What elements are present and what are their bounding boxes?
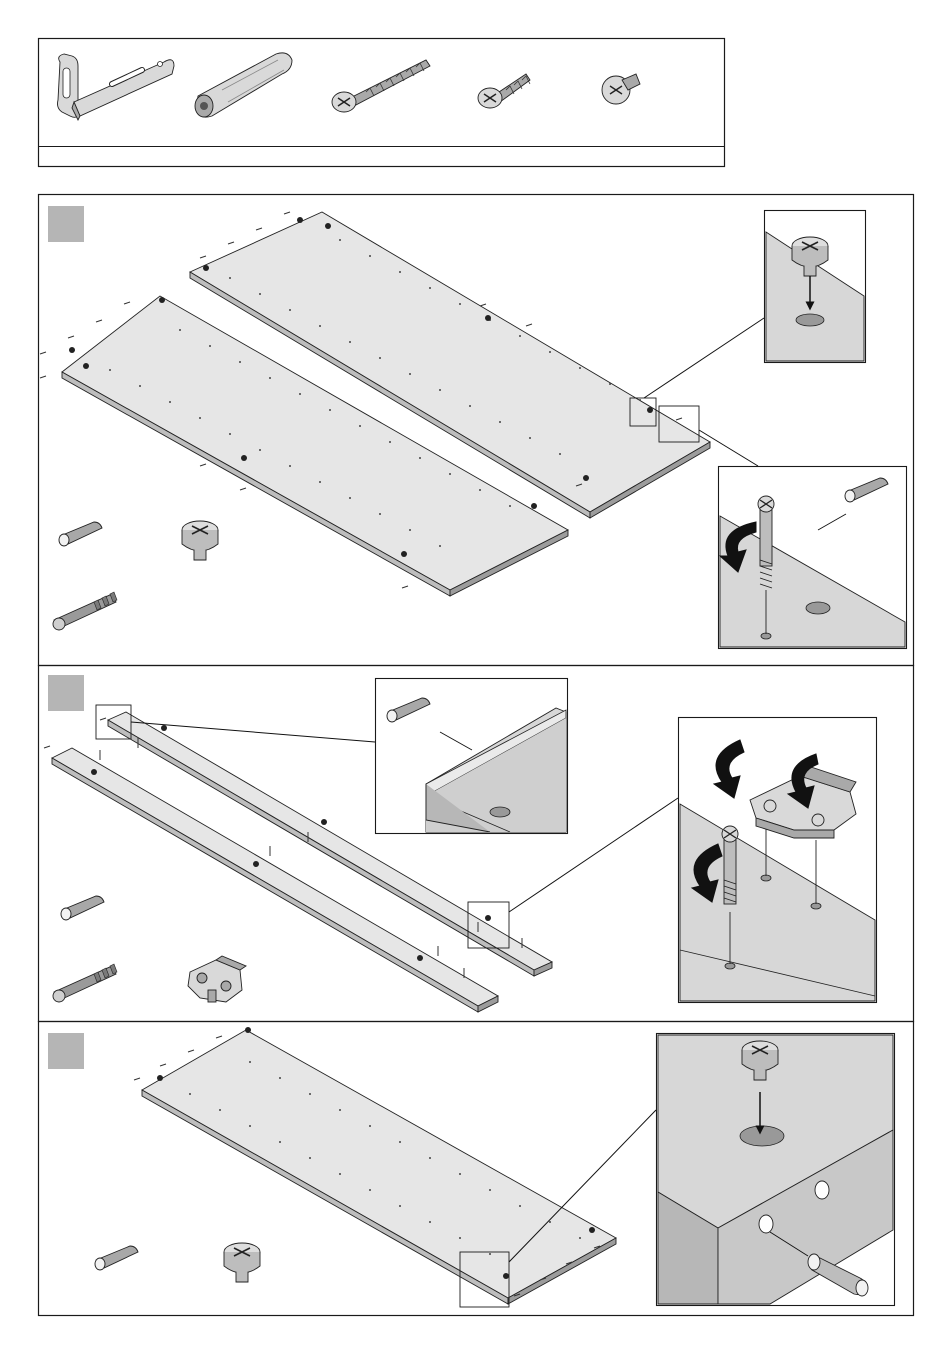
step-3-section [39, 1022, 914, 1316]
step-2-detail-dowel [376, 679, 568, 834]
step-1-badge [48, 206, 84, 242]
step-1-leader-cam [644, 318, 764, 398]
step-3-parts [95, 1243, 260, 1282]
step-1-parts [53, 521, 218, 630]
step-1-detail-bolt [719, 467, 907, 649]
cam-lock-icon [224, 1243, 260, 1282]
cam-bolt-icon [602, 74, 640, 104]
short-screw-icon [478, 74, 530, 108]
wall-plug-icon [195, 53, 292, 117]
top-panel [142, 1030, 616, 1304]
hardware-legend [39, 39, 725, 167]
step-2-parts [53, 896, 246, 1002]
hinge-plate-icon [188, 956, 246, 1002]
step-2-detail-hinge [679, 718, 877, 1003]
step-1-section [39, 195, 914, 666]
dowel-icon [59, 522, 102, 546]
step-3-badge [48, 1033, 84, 1069]
step-1-detail-cam [765, 211, 866, 363]
step-3-detail [657, 1034, 895, 1306]
cam-bolt-screw-icon [53, 592, 117, 630]
angle-bracket-icon [58, 54, 175, 120]
step-2-badge [48, 675, 84, 711]
dowel-icon [95, 1246, 138, 1270]
cam-bolt-screw-icon [53, 964, 117, 1002]
long-screw-icon [332, 60, 430, 112]
step-2-section [39, 666, 914, 1022]
cam-lock-icon [182, 521, 218, 560]
dowel-icon [61, 896, 104, 920]
